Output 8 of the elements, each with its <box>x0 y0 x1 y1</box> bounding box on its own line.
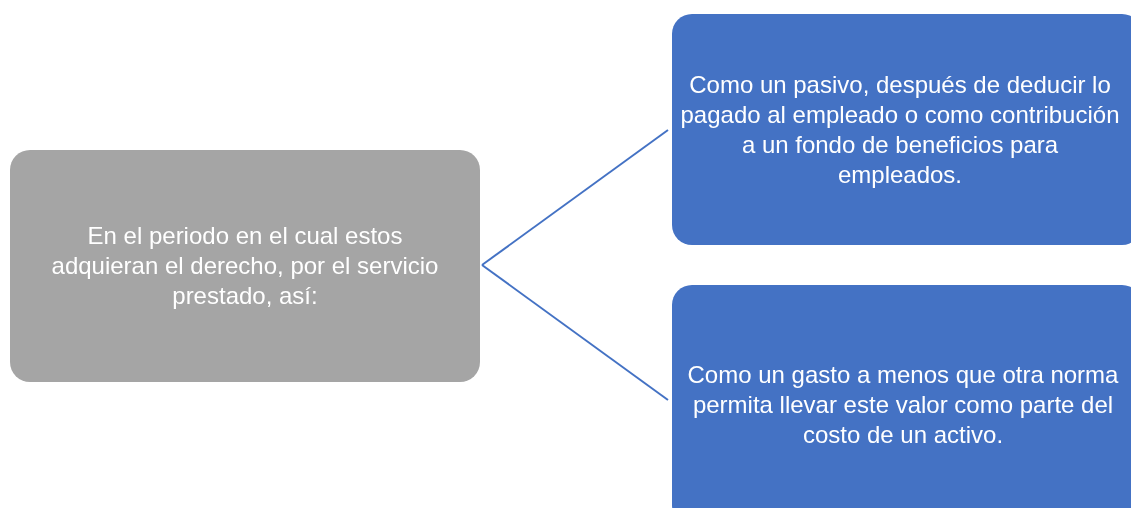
connector-line <box>481 264 669 401</box>
box-text: Como un pasivo, después de deducir lo pagado al empleado o como contribución a un fondo de beneficios para empleados. <box>680 69 1120 190</box>
rounded-box <box>672 285 1131 508</box>
rounded-box <box>672 14 1131 245</box>
rounded-box <box>10 150 480 382</box>
box-text: En el periodo en el cual estos adquieran el derecho, por el servicio prestado, así: <box>50 221 440 311</box>
box-text: Como un gasto a menos que otra norma permita llevar este valor como parte del costo de un activo. <box>686 360 1120 450</box>
connector-line <box>481 129 669 266</box>
